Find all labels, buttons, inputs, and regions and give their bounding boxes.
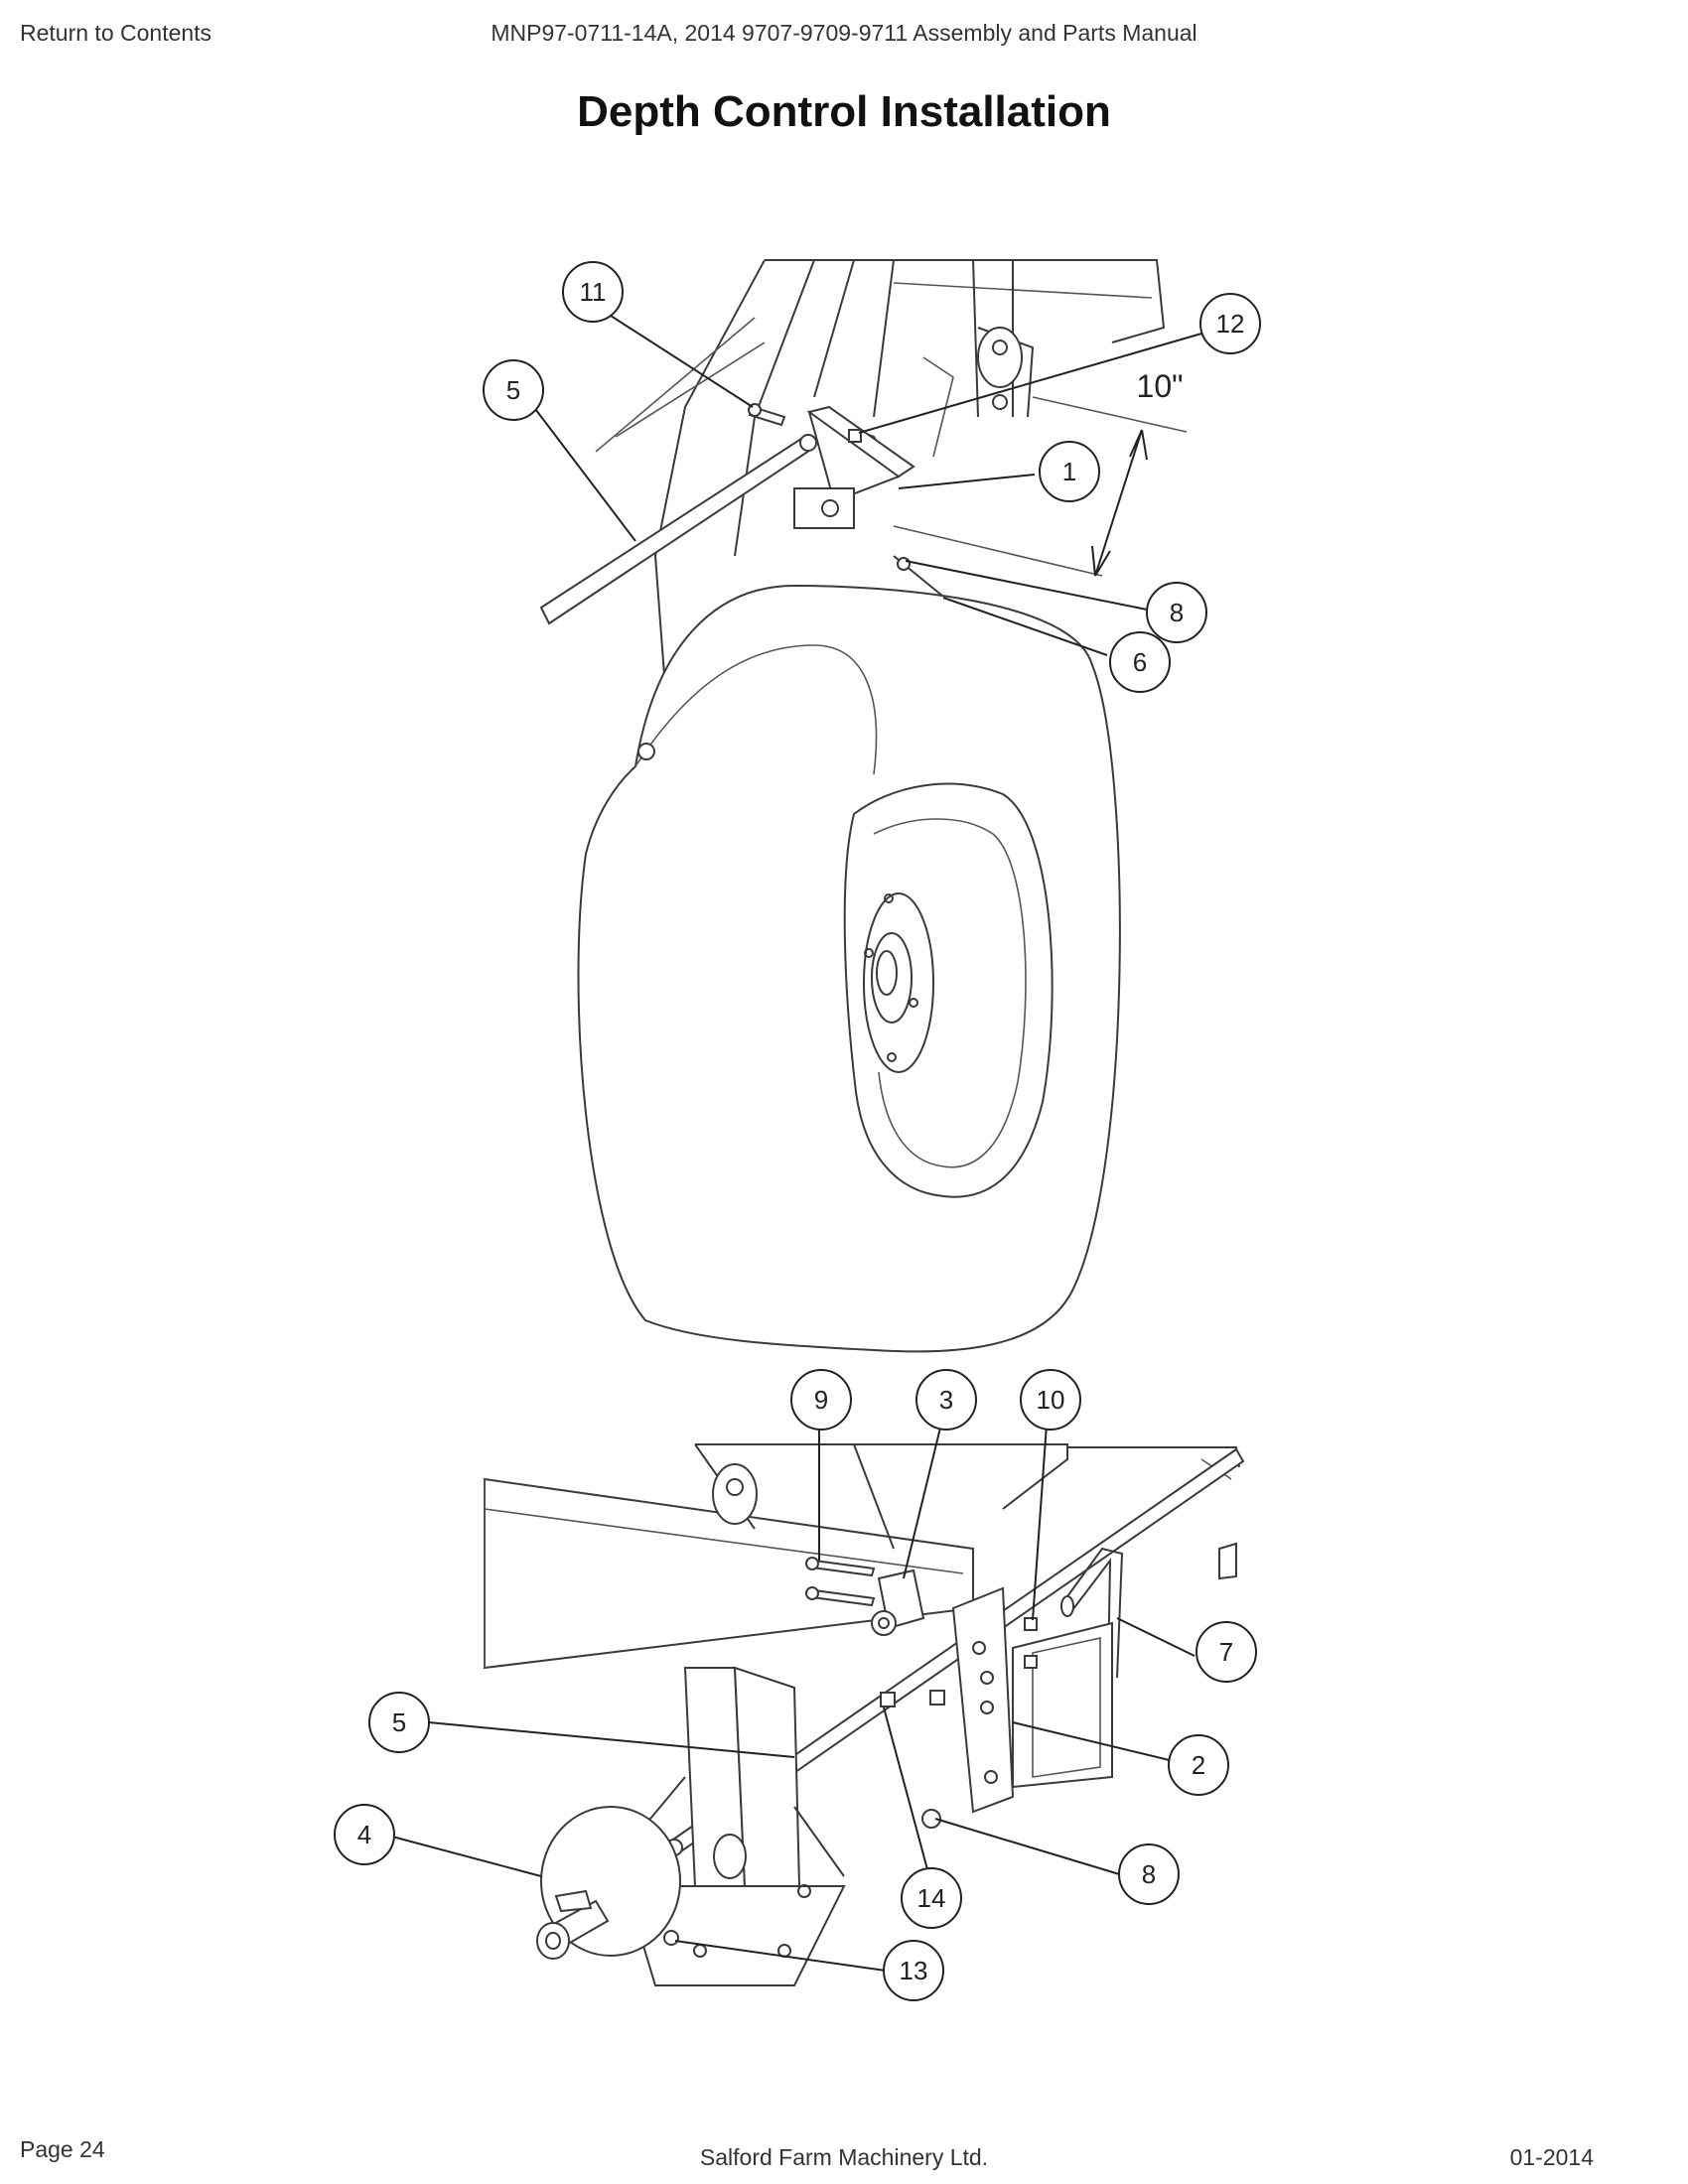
svg-text:7: 7 xyxy=(1219,1637,1233,1667)
callout-10: 10 xyxy=(1020,1369,1081,1431)
callout-6: 6 xyxy=(1109,631,1171,693)
top-assembly: 10" 11 12 5 1 8 6 xyxy=(483,259,1261,1353)
company-name: Salford Farm Machinery Ltd. xyxy=(699,2144,989,2170)
svg-text:12: 12 xyxy=(1216,309,1245,339)
svg-text:9: 9 xyxy=(814,1385,828,1415)
svg-text:4: 4 xyxy=(357,1820,371,1849)
svg-text:1: 1 xyxy=(1062,457,1076,486)
callout-1: 1 xyxy=(1039,441,1100,502)
callout-3: 3 xyxy=(915,1369,977,1431)
callout-5-top: 5 xyxy=(483,359,544,421)
callout-11: 11 xyxy=(562,261,624,323)
return-to-contents-link[interactable]: Return to Contents xyxy=(20,20,212,46)
callout-9: 9 xyxy=(790,1369,852,1431)
bottom-assembly: 9 3 10 7 5 2 4 14 xyxy=(334,1369,1257,2001)
svg-text:13: 13 xyxy=(900,1956,928,1985)
svg-text:3: 3 xyxy=(939,1385,953,1415)
callout-2: 2 xyxy=(1168,1734,1229,1796)
svg-text:2: 2 xyxy=(1192,1750,1205,1780)
svg-text:14: 14 xyxy=(917,1883,946,1913)
svg-text:5: 5 xyxy=(506,375,520,405)
svg-text:8: 8 xyxy=(1170,598,1184,627)
callout-13: 13 xyxy=(883,1940,944,2001)
callout-7: 7 xyxy=(1196,1621,1257,1683)
document-title: MNP97-0711-14A, 2014 9707-9709-9711 Asse… xyxy=(491,20,1197,46)
page-title: Depth Control Installation xyxy=(577,87,1111,136)
callout-5-bottom: 5 xyxy=(368,1692,430,1753)
svg-text:8: 8 xyxy=(1142,1859,1156,1889)
svg-text:6: 6 xyxy=(1133,647,1147,677)
svg-text:5: 5 xyxy=(392,1707,406,1737)
callout-8-top: 8 xyxy=(1146,582,1207,643)
callout-8-bottom: 8 xyxy=(1118,1843,1180,1905)
callout-12: 12 xyxy=(1199,293,1261,354)
wheel xyxy=(577,584,1121,1353)
callout-14: 14 xyxy=(901,1867,962,1929)
dimension-label: 10" xyxy=(1137,368,1184,404)
svg-text:11: 11 xyxy=(580,277,607,307)
revision-date: 01-2014 xyxy=(1509,2144,1594,2170)
svg-text:10: 10 xyxy=(1037,1385,1065,1415)
callout-4: 4 xyxy=(334,1804,395,1865)
page-number: Page 24 xyxy=(20,2136,105,2162)
